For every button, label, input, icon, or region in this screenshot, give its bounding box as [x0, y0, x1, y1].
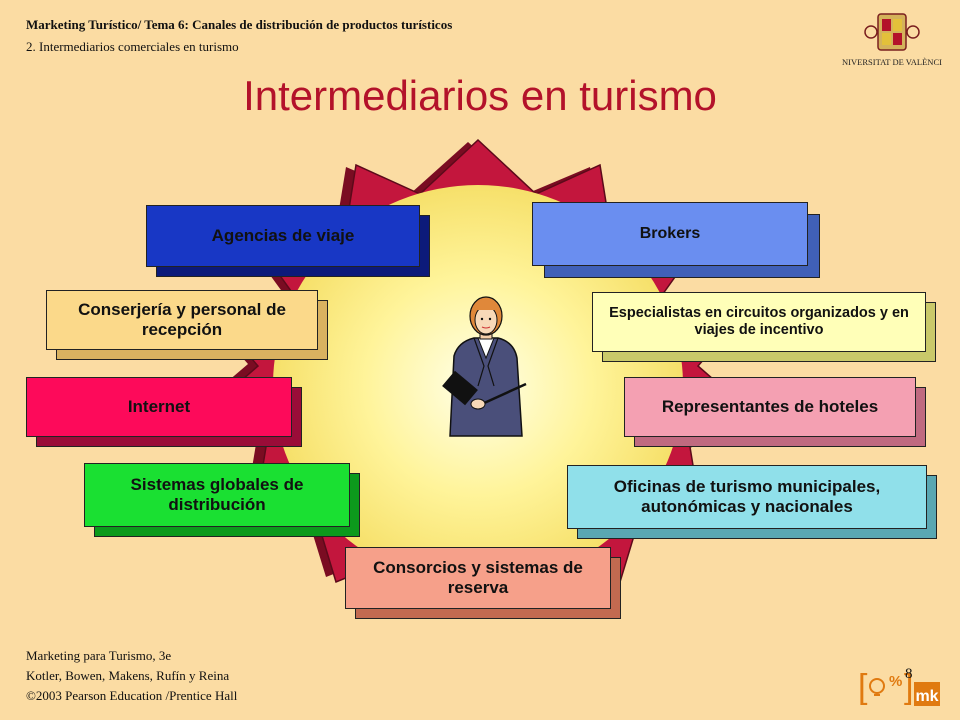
box-label: Brokers — [532, 202, 808, 266]
box-label: Consorcios y sistemas de reserva — [345, 547, 611, 609]
box-label: Sistemas globales de distribución — [84, 463, 350, 527]
course-title: Marketing Turístico/ Tema 6: Canales de … — [26, 17, 453, 32]
box-especialistas: Especialistas en circuitos organizados y… — [592, 292, 942, 362]
footer-copyright: ©2003 Pearson Education /Prentice Hall — [26, 688, 238, 703]
box-representantes: Representantes de hoteles — [624, 377, 930, 447]
box-label: Internet — [26, 377, 292, 437]
businesswoman-icon — [442, 296, 527, 437]
section-subtitle: 2. Intermediarios comerciales en turismo — [26, 39, 239, 54]
box-label: Oficinas de turismo municipales, autonóm… — [567, 465, 927, 529]
box-label: Conserjería y personal de recepción — [46, 290, 318, 350]
box-brokers: Brokers — [532, 202, 822, 278]
box-oficinas-de-turismo: Oficinas de turismo municipales, autonóm… — [567, 465, 943, 539]
box-label: Especialistas en circuitos organizados y… — [592, 292, 926, 352]
box-agencias-de-viaje: Agencias de viaje — [146, 205, 430, 277]
mk-logo: [ % ] mk — [858, 668, 940, 706]
box-sistemas-globales: Sistemas globales de distribución — [84, 463, 364, 537]
svg-text:[: [ — [858, 668, 868, 706]
university-seal-icon — [864, 13, 920, 51]
box-label: Agencias de viaje — [146, 205, 420, 267]
page-number: 8 — [905, 666, 913, 682]
page-title: Intermediarios en turismo — [243, 72, 717, 119]
university-logo: VNIVERSITAT DE VALÈNCIA — [842, 10, 942, 70]
footer-book-title: Marketing para Turismo, 3e — [26, 648, 172, 663]
mk-logo-symbol: % — [889, 673, 902, 690]
mk-logo-text: mk — [915, 688, 938, 705]
svg-text:]: ] — [904, 668, 913, 706]
header: Marketing Turístico/ Tema 6: Canales de … — [26, 14, 452, 58]
box-internet: Internet — [26, 377, 306, 447]
footer-authors: Kotler, Bowen, Makens, Rufín y Reina — [26, 668, 230, 683]
lightbulb-icon — [869, 678, 885, 696]
box-consorcios: Consorcios y sistemas de reserva — [345, 547, 625, 621]
box-conserjeria: Conserjería y personal de recepción — [46, 290, 332, 360]
logo-text: VNIVERSITAT DE VALÈNCIA — [842, 57, 942, 67]
box-label: Representantes de hoteles — [624, 377, 916, 437]
footer-citation: Marketing para Turismo, 3e Kotler, Bowen… — [26, 646, 237, 706]
